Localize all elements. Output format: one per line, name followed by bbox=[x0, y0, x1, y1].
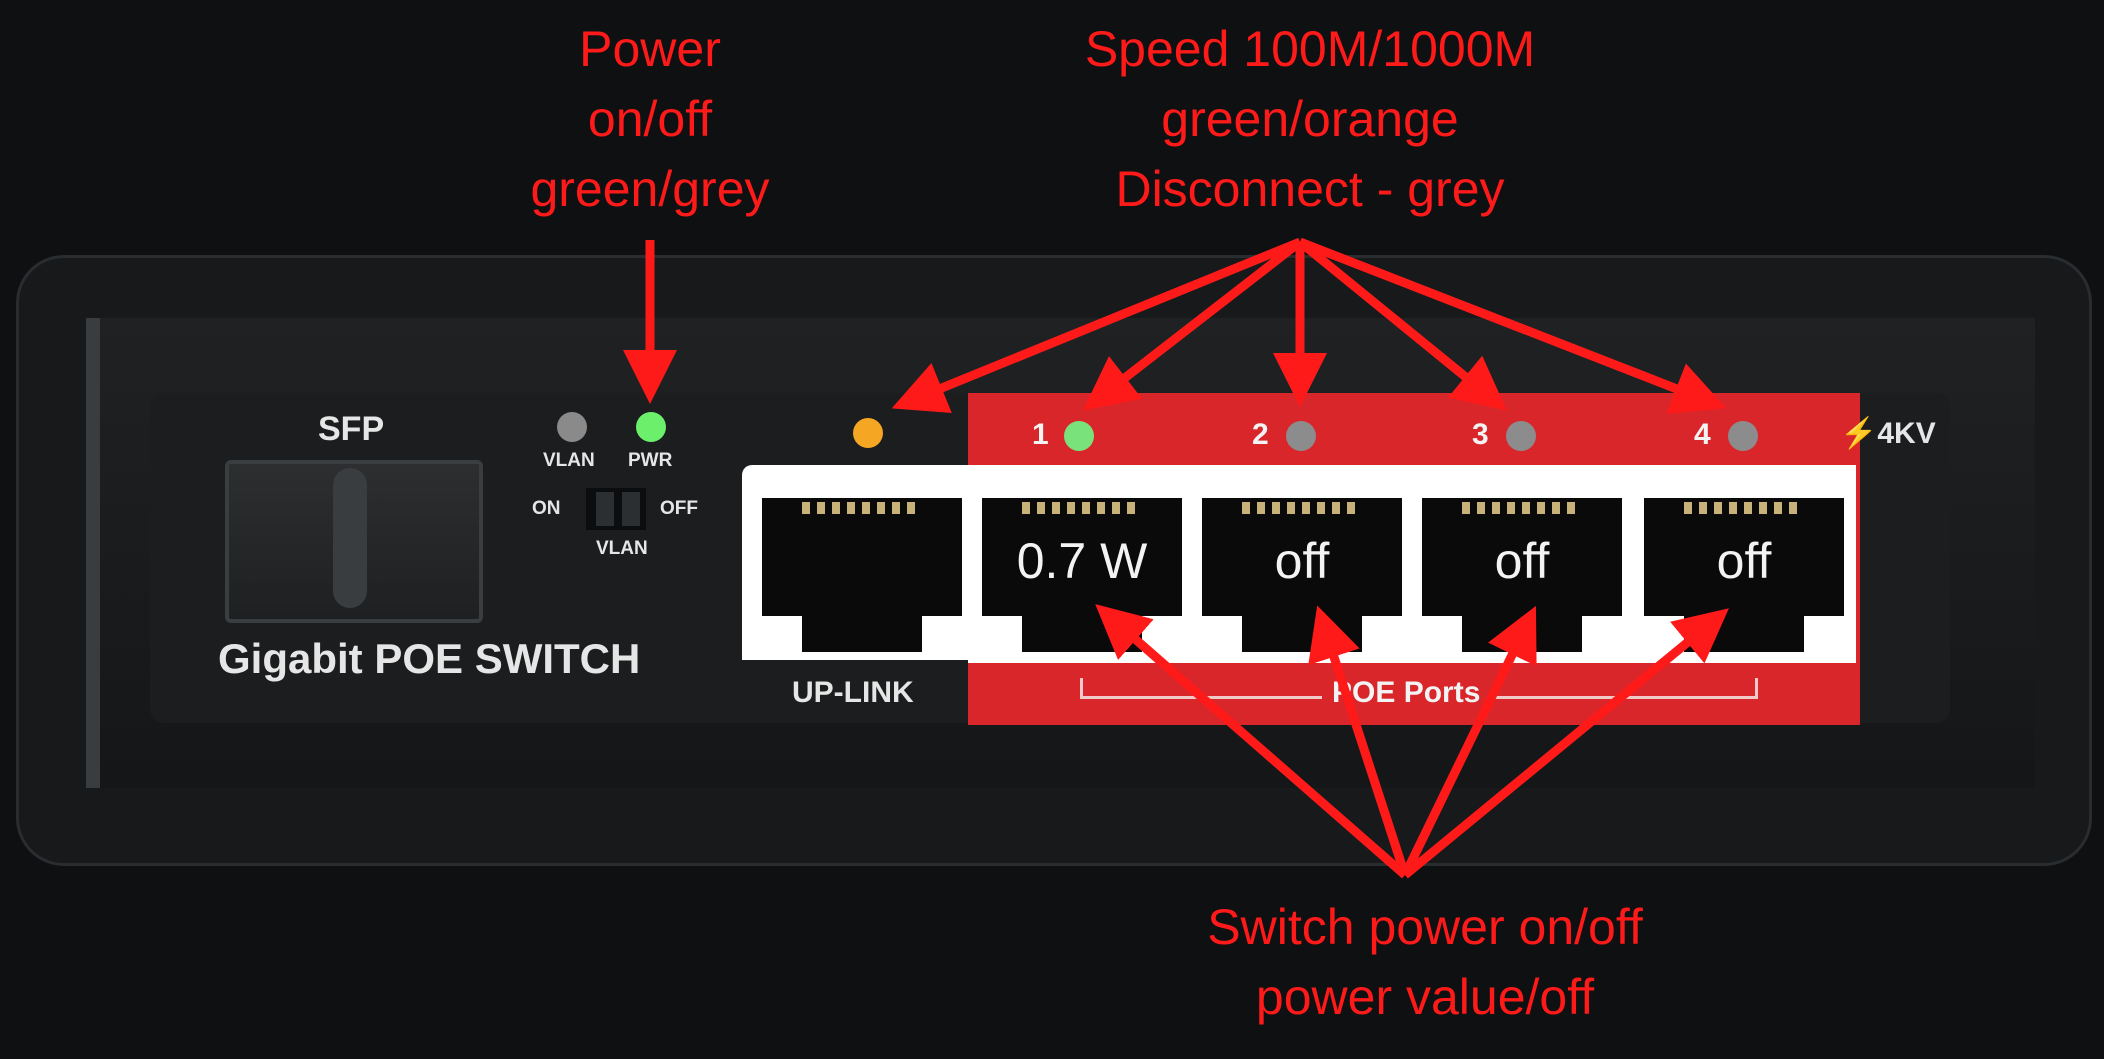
vlan-led bbox=[557, 412, 587, 442]
port-number-3: 3 bbox=[1472, 418, 1489, 451]
uplink-label: UP-LINK bbox=[792, 676, 914, 709]
power-callout-line2: on/off bbox=[587, 91, 713, 147]
power-callout-line3: green/grey bbox=[530, 161, 770, 217]
vlan-switch-on-label: ON bbox=[532, 498, 561, 519]
port-1-power-value[interactable]: 0.7 W bbox=[1016, 533, 1148, 589]
uplink-strip bbox=[742, 660, 968, 723]
port-number-2: 2 bbox=[1252, 418, 1269, 451]
arrow-speed-port3 bbox=[1297, 238, 1507, 411]
arrow-speed-port1 bbox=[1082, 238, 1303, 411]
sfp-port[interactable] bbox=[225, 460, 483, 623]
power-led bbox=[636, 412, 666, 442]
device-title: Gigabit POE SWITCH bbox=[218, 635, 641, 682]
poe-power-callout: Switch power on/off power value/off bbox=[1125, 892, 1725, 1032]
poe-callout-line1: Switch power on/off bbox=[1207, 899, 1643, 955]
arrow-speed-port4 bbox=[1298, 237, 1727, 414]
surge-protection-text: 4KV bbox=[1877, 417, 1936, 450]
poe-callout-line2: power value/off bbox=[1255, 969, 1595, 1025]
arrow-speed-uplink bbox=[891, 237, 1302, 414]
port-number-1: 1 bbox=[1032, 418, 1049, 451]
port-4-power-value[interactable]: off bbox=[1716, 533, 1772, 589]
uplink-speed-led bbox=[853, 418, 883, 448]
vlan-toggle-switch[interactable] bbox=[586, 488, 646, 530]
arrow-poe-port3 bbox=[1400, 605, 1537, 877]
port-3-power-value[interactable]: off bbox=[1494, 533, 1550, 589]
surge-protection-label: ⚡4KV bbox=[1840, 417, 1936, 450]
vlan-switch-off-label: OFF bbox=[660, 498, 698, 519]
uplink-port[interactable] bbox=[762, 498, 962, 658]
port-2-speed-led bbox=[1286, 421, 1316, 451]
port-4-speed-led bbox=[1728, 421, 1758, 451]
speed-callout-line3: Disconnect - grey bbox=[1115, 161, 1505, 217]
power-callout-line1: Power bbox=[579, 21, 721, 77]
pwr-led-label: PWR bbox=[628, 450, 673, 471]
arrow-poe-port2 bbox=[1308, 605, 1410, 877]
speed-callout-line2: green/orange bbox=[1161, 91, 1459, 147]
vlan-switch-label: VLAN bbox=[596, 538, 648, 559]
port-2-power-value[interactable]: off bbox=[1274, 533, 1330, 589]
arrow-poe-port4 bbox=[1402, 608, 1729, 879]
poe-port-2[interactable]: off bbox=[1202, 498, 1402, 658]
power-callout: Power on/off green/grey bbox=[460, 14, 840, 224]
arrow-poe-port1 bbox=[1095, 604, 1408, 879]
port-1-speed-led bbox=[1064, 421, 1094, 451]
speed-callout: Speed 100M/1000M green/orange Disconnect… bbox=[1010, 14, 1610, 224]
speed-callout-line1: Speed 100M/1000M bbox=[1084, 21, 1536, 77]
vlan-led-label: VLAN bbox=[543, 450, 595, 471]
sfp-label: SFP bbox=[318, 410, 385, 448]
port-number-4: 4 bbox=[1694, 418, 1711, 451]
port-3-speed-led bbox=[1506, 421, 1536, 451]
